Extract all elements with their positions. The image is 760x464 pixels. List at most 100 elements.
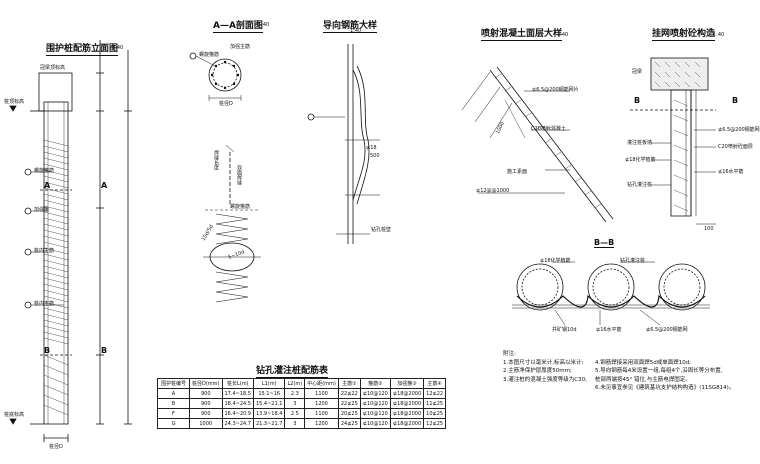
mesh-c20-label: C20喷射砼面层 <box>718 144 753 150</box>
shotcrete-drawing <box>461 66 614 223</box>
marker-a-right: A <box>101 181 108 190</box>
table-cell: 24⊈25 <box>337 418 361 429</box>
table-cell: 10⊈25 <box>423 408 447 419</box>
table-header-row: 围护桩编号 桩径D(mm) 桩长L(m) L1(m) L2(m) 中心距(mm)… <box>157 378 447 389</box>
table-row: G 1000 24.3~24.7 21.3~21.7 3 1200 24⊈25 … <box>157 418 447 429</box>
table-header: L2(m) <box>284 378 306 389</box>
aa-weld-label: 焊缝长度 <box>213 150 219 170</box>
mesh-b-left: B <box>634 96 641 105</box>
guide-bar-length: 500 <box>370 153 380 159</box>
table-row: B 900 18.4~24.5 15.4~21.1 3 1200 22⊈25 ⊈… <box>157 398 447 409</box>
table-row: A 900 17.4~18.5 15.1~16 2.3 1100 22⊈22 ⊈… <box>157 388 447 399</box>
table-cell: 900 <box>189 398 223 409</box>
note-1: 1.本图尺寸以毫米计,标高以米计; <box>503 359 584 366</box>
table-cell: 1100 <box>304 408 339 419</box>
bb-section-drawing <box>512 261 710 326</box>
pile-bottom-label: 桩底标高 <box>4 412 25 418</box>
mesh-top-label: 冠梁 <box>632 69 643 75</box>
elevation-diameter: 桩径D <box>49 444 63 450</box>
table-cell: 18.4~24.5 <box>221 398 254 409</box>
table-cell: 24.3~24.7 <box>221 418 254 429</box>
note-6: 6.未见事宜参见《建筑基坑支护结构构造》(11SG814)。 <box>594 385 735 392</box>
note-3: 3.灌注桩的混凝土强度等级为C30; <box>503 376 587 383</box>
table-header: 桩径D(mm) <box>189 378 223 389</box>
aa-diameter-label: 桩径D <box>219 101 233 107</box>
notes-title: 附注: <box>503 351 516 357</box>
table-header: 箍筋② <box>359 378 391 389</box>
mesh-pile2-label: 钻孔灌注桩 <box>627 182 653 188</box>
table-cell: ⊈10@120 <box>359 388 391 399</box>
guide-bar-drawing <box>307 44 380 244</box>
bb-label-5: ⊈6.5@200钢筋网 <box>646 327 688 333</box>
aa-section-scale: 1:40 <box>258 22 270 28</box>
notes-left: 1.本图尺寸以毫米计,标高以米计; 2.主筋净保护层厚度50mm; 3.灌注桩的… <box>503 359 587 393</box>
table-cell: 2.5 <box>284 408 306 419</box>
guide-bar-size: ⊈18 <box>366 145 377 151</box>
table-cell: ⊈10@120 <box>359 418 391 429</box>
mesh-bar-left-label: ⊈18化学植筋 <box>625 157 656 163</box>
table-header: 主筋④ <box>423 378 447 389</box>
aa-double-weld-label: 双面焊缝 <box>236 165 242 185</box>
table-cell: B <box>157 398 190 409</box>
table-cell: 11⊈25 <box>423 398 447 409</box>
table-header: L1(m) <box>252 378 286 389</box>
marker-a-left: A <box>44 181 51 190</box>
mesh-bar-label: ⊈16水平筋 <box>718 169 744 175</box>
mesh-drawing <box>630 57 716 225</box>
pile-elevation <box>9 40 132 442</box>
table-cell: 20⊈25 <box>337 408 361 419</box>
mesh-dim-label: 100 <box>704 226 714 232</box>
notes-block: 附注: 1.本图尺寸以毫米计,标高以米计; 2.主筋净保护层厚度50mm; 3.… <box>503 350 734 393</box>
notes-right: 4.钢筋焊接采用双面焊5d或单面焊10d; 5.导向钢筋每4米设置一组,每组4个… <box>595 359 734 393</box>
table-cell: 900 <box>189 408 223 419</box>
table-cell: 12⊈22 <box>423 388 447 399</box>
table-header: 中心距(mm) <box>304 378 339 389</box>
top-beam-label: 冠梁顶标高 <box>40 65 66 71</box>
table-cell: 22⊈22 <box>337 388 361 399</box>
table-row: F 900 16.4~20.9 13.9~18.4 2.5 1100 20⊈25… <box>157 408 447 419</box>
table-cell: 900 <box>189 388 223 399</box>
table-cell: 15.4~21.1 <box>252 398 286 409</box>
guide-bar-title: 导向钢筋大样 <box>323 21 378 33</box>
table-cell: 17.4~18.5 <box>221 388 254 399</box>
table-cell: G <box>157 418 190 429</box>
shot-mesh-label: ⊈6.5@200钢筋网片 <box>532 87 579 93</box>
table-header: 加强箍③ <box>389 378 425 389</box>
table-cell: 15.1~16 <box>252 388 286 399</box>
table-title: 钻孔灌注桩配筋表 <box>256 366 329 378</box>
rebar-table: 围护桩编号 桩径D(mm) 桩长L(m) L1(m) L2(m) 中心距(mm)… <box>157 378 447 429</box>
aa-section-title: A—A剖面图 <box>213 21 263 33</box>
table-cell: 21.3~21.7 <box>252 418 286 429</box>
table-cell: 12⊈25 <box>423 418 447 429</box>
table-cell: ⊈18@2000 <box>389 398 425 409</box>
shotcrete-scale: 1:40 <box>557 32 569 38</box>
main-bar-label: 桩内主筋 <box>34 248 55 254</box>
table-cell: ⊈18@2000 <box>389 418 425 429</box>
table-cell: 22⊈25 <box>337 398 361 409</box>
table-cell: 16.4~20.9 <box>221 408 254 419</box>
shot-soil-label: 施工素面 <box>507 169 528 175</box>
mesh-b-right: B <box>732 96 739 105</box>
note-5b: 桩部两端按45° 错位,与主筋电焊固定。 <box>594 376 691 383</box>
bb-section-title: B—B <box>594 238 615 248</box>
marker-b-right: B <box>101 346 108 355</box>
notes-columns: 1.本图尺寸以毫米计,标高以米计; 2.主筋净保护层厚度50mm; 3.灌注桩的… <box>503 359 734 393</box>
aa-spiral2-label: 螺旋箍筋 <box>230 204 251 210</box>
mesh-mesh-label: ⊈6.5@200钢筋网 <box>718 127 760 133</box>
shot-bar-label: ⊈12@@1000 <box>476 188 510 194</box>
table-header: 桩长L(m) <box>221 378 254 389</box>
bb-label-4: ⊈16水平筋 <box>596 327 622 333</box>
aa-spiral-label: 螺旋箍筋 <box>199 52 220 58</box>
aa-section-drawing <box>189 52 261 303</box>
table-cell: 2.3 <box>284 388 306 399</box>
table-cell: 1000 <box>189 418 223 429</box>
guide-bar-scale: 1:40 <box>350 28 362 34</box>
bb-label-3: 井矿钢10d <box>552 327 577 333</box>
table-cell: A <box>157 388 190 399</box>
shot-c20-label: C20喷射混凝土 <box>531 126 566 132</box>
note-4: 4.钢筋焊接采用双面焊5d或单面焊10d; <box>594 359 692 366</box>
pile-top-label: 桩顶标高 <box>4 99 25 105</box>
table-cell: 13.9~18.4 <box>252 408 286 419</box>
note-5: 5.导向钢筋每4米设置一组,每组4个,沿周长等分布置, <box>594 368 723 375</box>
